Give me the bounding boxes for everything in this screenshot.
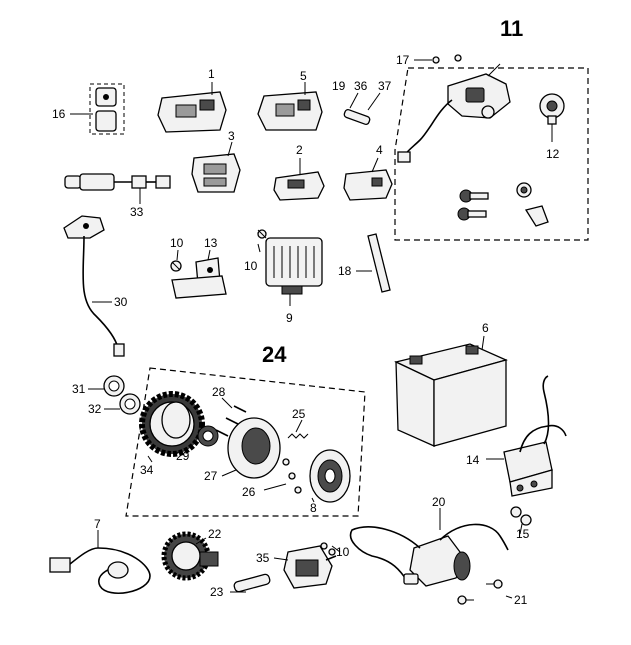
part-22-gear[interactable] <box>161 531 219 581</box>
part-31-nut[interactable] <box>88 375 125 397</box>
part-10-bolt-a[interactable] <box>170 249 182 272</box>
group-24-box <box>125 367 366 517</box>
label-30: 30 <box>114 295 128 309</box>
label-34: 34 <box>140 463 154 477</box>
label-6: 6 <box>482 321 489 335</box>
label-13: 13 <box>204 236 218 250</box>
group-11-box <box>394 67 589 241</box>
label-31: 31 <box>72 382 86 396</box>
part-11-ignition-switch[interactable] <box>397 63 511 163</box>
label-18: 18 <box>338 264 352 278</box>
label-8: 8 <box>310 501 317 515</box>
part-26-pin[interactable] <box>263 458 302 494</box>
label-28: 28 <box>212 385 226 399</box>
part-5-switch[interactable] <box>257 82 323 131</box>
part-6-battery[interactable] <box>394 335 508 448</box>
part-27-rotor[interactable] <box>221 417 281 479</box>
label-33: 33 <box>130 205 144 219</box>
part-25-spring[interactable] <box>287 419 309 439</box>
label-4: 4 <box>376 143 383 157</box>
label-20: 20 <box>432 495 446 509</box>
part-7-sensor[interactable] <box>49 530 151 594</box>
label-35: 35 <box>256 551 270 565</box>
key-icon <box>457 182 549 227</box>
label-26: 26 <box>242 485 256 499</box>
label-10c: 10 <box>336 545 350 559</box>
part-28-bolt[interactable] <box>215 397 247 437</box>
label-15: 15 <box>516 527 530 541</box>
part-19-fuse[interactable] <box>343 92 381 126</box>
part-13-bracket[interactable] <box>171 249 227 299</box>
part-2-switch[interactable] <box>273 158 325 201</box>
label-10a: 10 <box>170 236 184 250</box>
part-4-switch[interactable] <box>343 157 393 201</box>
part-12-lock[interactable] <box>539 93 565 142</box>
part-30-sensor[interactable] <box>63 215 125 357</box>
label-21: 21 <box>514 593 528 607</box>
part-1-switch[interactable] <box>157 82 227 133</box>
label-32: 32 <box>88 402 102 416</box>
label-23: 23 <box>210 585 224 599</box>
part-23-shaft[interactable] <box>230 573 271 593</box>
label-layer: 1 2 3 4 5 6 7 8 9 10 10 10 11 12 13 14 1… <box>52 16 560 607</box>
label-25: 25 <box>292 407 306 421</box>
label-27: 27 <box>204 469 218 483</box>
part-15-nut[interactable] <box>510 506 532 535</box>
label-37: 37 <box>378 79 392 93</box>
part-17-screw[interactable] <box>414 54 462 64</box>
label-2: 2 <box>296 143 303 157</box>
label-11: 11 <box>500 16 523 41</box>
part-20-starter-motor[interactable] <box>349 508 509 587</box>
part-32-washer[interactable] <box>104 393 141 415</box>
label-9: 9 <box>286 311 293 325</box>
label-17: 17 <box>396 53 410 67</box>
label-24: 24 <box>262 342 287 367</box>
label-3: 3 <box>228 129 235 143</box>
label-5: 5 <box>300 69 307 83</box>
label-29: 29 <box>176 449 190 463</box>
part-34-gear[interactable] <box>139 391 205 463</box>
part-3-switch-housing[interactable] <box>191 141 241 193</box>
label-7: 7 <box>94 517 101 531</box>
part-33-harness[interactable] <box>64 173 171 204</box>
part-9-regulator[interactable] <box>265 237 323 306</box>
part-16-fuse[interactable] <box>70 83 125 135</box>
part-35-starter-relay[interactable] <box>273 545 337 589</box>
label-10b: 10 <box>244 259 258 273</box>
label-22: 22 <box>208 527 222 541</box>
label-1: 1 <box>208 67 215 81</box>
part-10-bolt-b[interactable] <box>257 229 267 253</box>
label-16: 16 <box>52 107 66 121</box>
label-19: 19 <box>332 79 346 93</box>
label-14: 14 <box>466 453 480 467</box>
label-12: 12 <box>546 147 560 161</box>
part-8-stator[interactable] <box>309 449 351 503</box>
part-18-strap[interactable] <box>356 233 391 293</box>
label-36: 36 <box>354 79 368 93</box>
part-29-bearing[interactable] <box>197 425 219 447</box>
part-21-bolt[interactable] <box>457 579 513 605</box>
part-10-bolt-c[interactable] <box>320 542 341 556</box>
part-14-relay[interactable] <box>486 375 567 497</box>
